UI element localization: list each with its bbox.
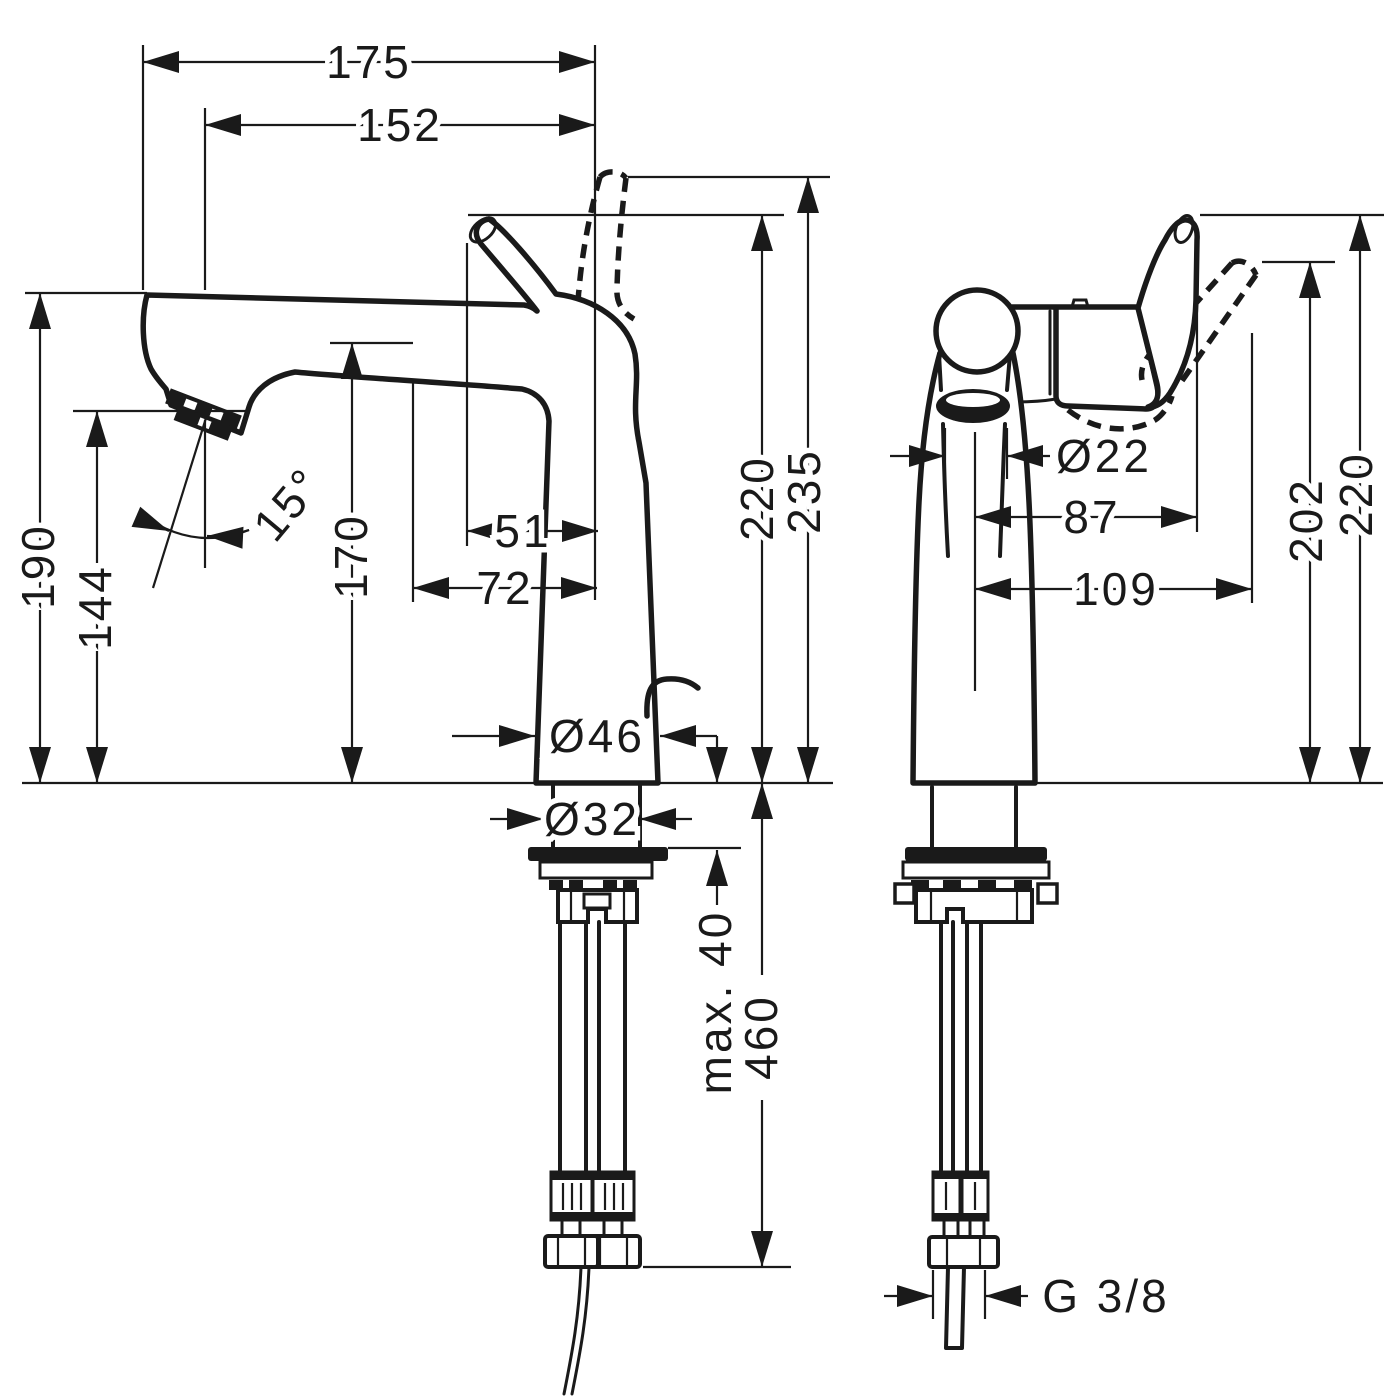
dim-hose-length: 460	[730, 783, 793, 1267]
dim-open-handle-offset-side: 109	[975, 558, 1252, 621]
dim-body-diameter: Ø46	[452, 705, 717, 768]
dim-max-handle-height: 235	[773, 177, 836, 783]
dim-open-handle-offset-front: 72	[413, 557, 597, 620]
dim-235-label: 235	[778, 448, 830, 534]
dimensions: 175 152 190 144 15° 170	[7, 31, 1388, 1328]
dim-connection-thread: G 3/8	[884, 1265, 1172, 1328]
dim-g38-label: G 3/8	[1042, 1270, 1170, 1322]
hose-connector	[931, 1170, 990, 1222]
dim-handle-height-front: 220	[726, 215, 789, 783]
side-view-mounting	[893, 785, 1059, 1350]
dim-152-label: 152	[357, 99, 443, 151]
dim-109-label: 109	[1073, 563, 1159, 615]
hose-connector-right	[591, 1170, 636, 1222]
handle-tip-rim	[1173, 214, 1195, 244]
dim-handle-height-side: 220	[1325, 215, 1388, 783]
dim-72-label: 72	[476, 562, 533, 614]
dim-190-label: 190	[12, 523, 64, 609]
dim-mounting-thickness: max. 40	[684, 736, 747, 1100]
dim-175-label: 175	[326, 36, 412, 88]
supply-nut	[927, 1235, 1000, 1269]
dim-open-handle-height-side: 202	[1275, 262, 1338, 783]
hose-connector-left	[549, 1170, 594, 1222]
drain-pull-rod	[644, 676, 701, 719]
spout-front	[933, 287, 1021, 423]
dim-max40-label: max. 40	[689, 910, 741, 1095]
thread-pipe	[944, 1265, 966, 1350]
dim-d46-label: Ø46	[549, 710, 645, 762]
dim-220-front-label: 220	[731, 455, 783, 541]
front-view-mounting	[528, 783, 668, 1396]
dim-spout-diameter: Ø22	[890, 425, 1154, 488]
dim-shank-diameter: Ø32	[490, 788, 692, 851]
dim-spout-reach: 152	[205, 94, 595, 157]
dim-d22-label: Ø22	[1056, 430, 1152, 482]
dim-87-label: 87	[1063, 491, 1120, 543]
dim-170-label: 170	[325, 513, 377, 599]
dim-144-label: 144	[69, 564, 121, 650]
dim-total-depth: 175	[143, 31, 595, 94]
dim-open-handle-height: 170	[320, 343, 383, 783]
dim-handle-offset-side: 87	[975, 486, 1197, 549]
dim-d32-label: Ø32	[544, 793, 640, 845]
front-view-faucet	[140, 169, 701, 1396]
dim-spout-height: 190	[7, 293, 70, 783]
dim-460-label: 460	[735, 994, 787, 1080]
extension-lines	[22, 45, 1384, 1319]
dim-51-label: 51	[494, 505, 551, 557]
dim-aerator-height: 144	[64, 411, 127, 783]
dim-202-label: 202	[1280, 477, 1332, 563]
dim-handle-offset-front: 51	[467, 500, 598, 563]
dim-220-side-label: 220	[1330, 451, 1382, 537]
handle-tip-rim	[468, 216, 498, 244]
